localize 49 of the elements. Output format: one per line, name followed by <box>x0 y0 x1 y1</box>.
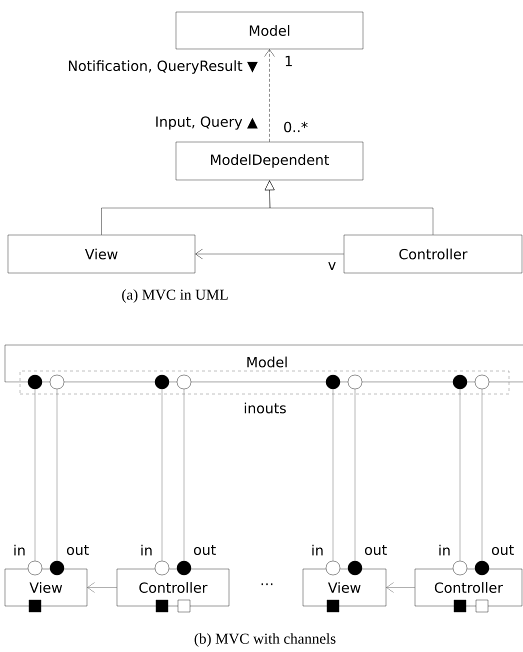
port-label: in <box>312 544 323 556</box>
port-label: out <box>66 544 89 556</box>
port-label: out <box>364 544 387 556</box>
port-circle <box>474 374 490 390</box>
class-box: Controller <box>344 234 522 274</box>
port-circle <box>326 374 340 390</box>
port-circle <box>474 560 490 576</box>
port-label: in <box>14 544 25 556</box>
port-circle <box>348 374 362 390</box>
port-circle <box>50 560 64 576</box>
port-circle <box>50 374 64 390</box>
port-circle <box>28 374 42 390</box>
class-box: View <box>302 568 386 606</box>
caption: (b) MVC with channels <box>194 633 336 647</box>
caption: (a) MVC in UML <box>122 289 228 303</box>
model-box: Model <box>4 344 523 382</box>
class-box: Controller <box>414 568 522 606</box>
port-circle <box>176 560 192 576</box>
annotation: Notification, QueryResult ▼ <box>68 60 258 74</box>
port-circle <box>154 374 170 390</box>
connector <box>332 389 334 561</box>
class-box: ModelDependent <box>176 142 364 180</box>
annotation: ⋯ <box>262 583 272 586</box>
port-label: in <box>141 544 152 556</box>
class-box: View <box>4 568 88 606</box>
port-circle <box>452 374 468 390</box>
port-circle <box>28 560 42 576</box>
class-box: View <box>8 234 196 274</box>
arrow <box>264 180 434 235</box>
arrow <box>87 582 117 593</box>
port-circle <box>452 560 468 576</box>
port-circle <box>176 374 192 390</box>
node-label: inouts <box>244 402 286 414</box>
port-label: in <box>439 544 450 556</box>
arrow <box>264 49 275 142</box>
class-box: Model <box>176 12 364 50</box>
arrow <box>195 248 344 260</box>
annotation: Input, Query ▲ <box>156 116 258 130</box>
connector <box>34 389 36 561</box>
port-label: out <box>492 544 514 556</box>
class-box: Controller <box>116 568 230 606</box>
port-circle <box>154 560 170 576</box>
connector <box>56 389 58 561</box>
port-circle <box>326 560 340 576</box>
connector <box>354 389 356 561</box>
edge-label: v <box>326 261 338 271</box>
arrow <box>386 582 415 593</box>
port-label: out <box>194 544 216 556</box>
port-circle <box>348 560 362 576</box>
